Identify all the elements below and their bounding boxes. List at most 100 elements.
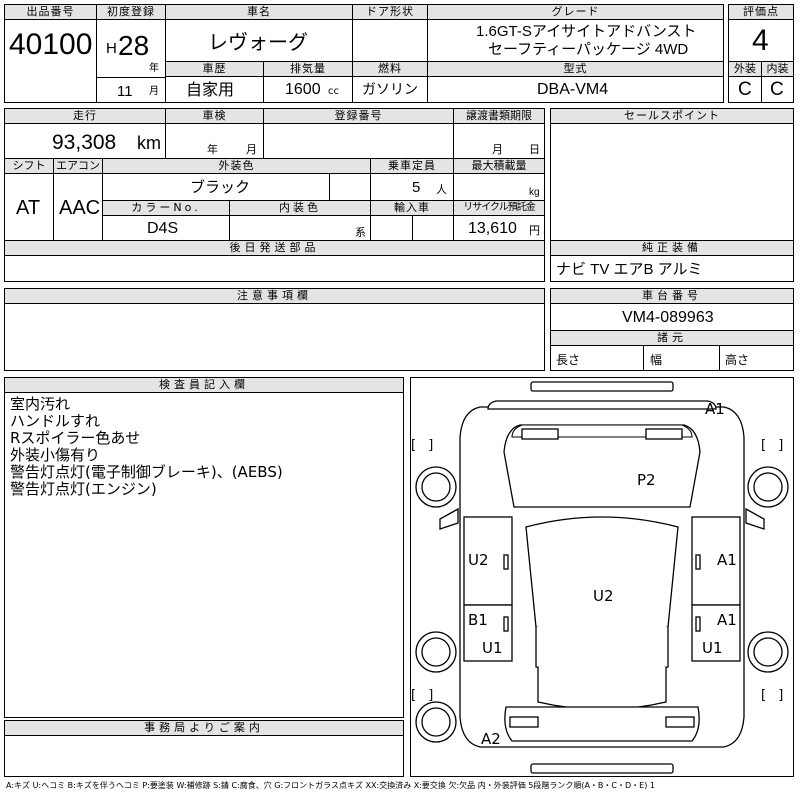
- ext-color-value: ブラック: [190, 178, 251, 196]
- aircon-label: エアコン: [53, 158, 103, 174]
- score-label: 評価点: [728, 4, 794, 20]
- shift-label: シフト: [4, 158, 54, 174]
- interior-grade-cell: [761, 76, 794, 103]
- diagram-bracket-right-top: [ ]: [761, 438, 788, 453]
- capacity-label: 乗車定員: [370, 158, 454, 174]
- dimensions-width-label: 幅: [650, 353, 663, 367]
- later-parts-label: 後日発送部品: [4, 240, 545, 256]
- office-label: 事務局よりご案内: [4, 720, 404, 736]
- legend: A:キズ U:ヘコミ B:キズを伴うヘコミ P:要塗装 W:補修跡 S:錆 C:…: [6, 781, 655, 790]
- chassis-label: 車台番号: [550, 288, 794, 304]
- mark-rear: A2: [481, 730, 501, 748]
- notes-cell: [4, 303, 545, 371]
- grade-line2: セーフティーパッケージ 4WD: [488, 41, 689, 58]
- history-label: 車歴: [165, 61, 264, 77]
- recycle-unit: 円: [529, 224, 540, 237]
- inspector-label: 検査員記入欄: [4, 377, 404, 393]
- reg-no-label: 登録番号: [263, 108, 454, 124]
- inspector-line: 警告灯点灯(エンジン): [10, 480, 157, 498]
- sales-point-label: セールスポイント: [550, 108, 794, 124]
- mileage-label: 走行: [4, 108, 166, 124]
- door-label: ドア形状: [352, 4, 428, 20]
- max-load-label: 最大積載量: [453, 158, 545, 174]
- car-diagram: [410, 377, 794, 777]
- mark-front: A1: [705, 400, 725, 418]
- sales-point-cell: [550, 123, 794, 241]
- mileage-value: 93,308: [52, 131, 117, 154]
- genuine-equipment-cell: [550, 255, 794, 282]
- dimensions-label: 諸元: [550, 330, 794, 346]
- mark-left-rear-door: B1: [468, 611, 488, 629]
- inspector-line: 室内汚れ: [10, 395, 71, 413]
- first-reg-year: 28: [118, 30, 150, 61]
- dimensions-length-label: 長さ: [556, 353, 581, 367]
- first-reg-month-unit: 月: [149, 86, 159, 97]
- fuel-label: 燃料: [352, 61, 428, 77]
- chassis-value: VM4-089963: [622, 309, 714, 326]
- capacity-value: 5: [412, 179, 421, 196]
- genuine-equipment-label: 純正装備: [550, 240, 794, 256]
- mark-right-rear-fender: U1: [702, 639, 723, 657]
- first-reg-era: H: [106, 40, 117, 57]
- import-cell-right: [412, 215, 454, 241]
- mark-hood: P2: [637, 471, 656, 489]
- model-label: 車名: [165, 4, 353, 20]
- transfer-doc-day-unit: 日: [529, 143, 540, 156]
- later-parts-cell: [4, 255, 545, 282]
- type-label: 型式: [427, 61, 724, 77]
- recycle-value: 13,610: [468, 220, 517, 237]
- mark-right-rear-door: A1: [717, 611, 737, 629]
- mark-roof: U2: [593, 587, 614, 605]
- color-no-value: D4S: [147, 220, 179, 237]
- shift-value: AT: [16, 197, 41, 219]
- transfer-doc-label: 譲渡書類期限: [453, 108, 545, 124]
- import-cell-left: [370, 215, 413, 241]
- reg-no-cell: [263, 123, 454, 159]
- first-reg-month: 11: [117, 83, 133, 100]
- score-value: 4: [752, 24, 769, 57]
- lot-label: 出品番号: [4, 4, 97, 20]
- interior-grade-label: 内装: [761, 61, 794, 77]
- fuel-value: ガソリン: [362, 82, 418, 98]
- office-cell: [4, 735, 404, 777]
- ext-color-extra-cell: [329, 173, 371, 201]
- first-reg-label: 初度登録: [96, 4, 166, 20]
- mileage-unit: km: [137, 133, 161, 153]
- recycle-label: リサイクル預託金: [453, 200, 545, 216]
- int-color-label: 内装色: [229, 200, 371, 216]
- capacity-unit: 人: [436, 183, 447, 196]
- inspector-line: 警告灯点灯(電子制御ブレーキ)、(AEBS): [10, 463, 283, 481]
- diagram-bracket-left-top: [ ]: [411, 438, 438, 453]
- inspector-line: 外装小傷有り: [10, 446, 101, 464]
- inspector-cell: [4, 392, 404, 718]
- int-color-unit: 系: [355, 226, 366, 239]
- inspector-line: Rスポイラー色あせ: [10, 429, 141, 447]
- car-diagram-drawing: [415, 381, 789, 774]
- int-color-cell: [229, 215, 371, 241]
- dimensions-height-cell: [719, 345, 794, 371]
- first-reg-year-unit: 年: [149, 63, 159, 74]
- aircon-value: AAC: [59, 197, 101, 219]
- max-load-unit: kg: [529, 187, 540, 198]
- diagram-bracket-left-bottom: [ ]: [411, 688, 438, 703]
- transfer-doc-month-unit: 月: [492, 143, 503, 156]
- mark-left-front-door: U2: [468, 551, 489, 569]
- mark-right-front-door: A1: [717, 551, 737, 569]
- type-cell: [427, 76, 724, 103]
- exterior-grade-value: C: [738, 79, 752, 100]
- mark-left-rear-fender: U1: [482, 639, 503, 657]
- inspector-line: ハンドルすれ: [10, 412, 101, 430]
- genuine-equipment-value: ナビ TV エアB アルミ: [556, 261, 703, 278]
- diagram-bracket-right-bottom: [ ]: [761, 688, 788, 703]
- grade-line1: 1.6GT-Sアイサイトアドバンスト: [476, 23, 697, 40]
- model-value: レヴォーグ: [208, 30, 308, 54]
- color-no-label: カラーNo.: [102, 200, 230, 216]
- ext-color-label: 外装色: [102, 158, 371, 174]
- displacement-label: 排気量: [263, 61, 353, 77]
- import-label: 輸入車: [370, 200, 454, 216]
- inspection-year-unit: 年: [207, 143, 218, 156]
- notes-label: 注意事項欄: [4, 288, 545, 304]
- grade-label: グレード: [427, 4, 724, 20]
- type-value: DBA-VM4: [537, 81, 609, 98]
